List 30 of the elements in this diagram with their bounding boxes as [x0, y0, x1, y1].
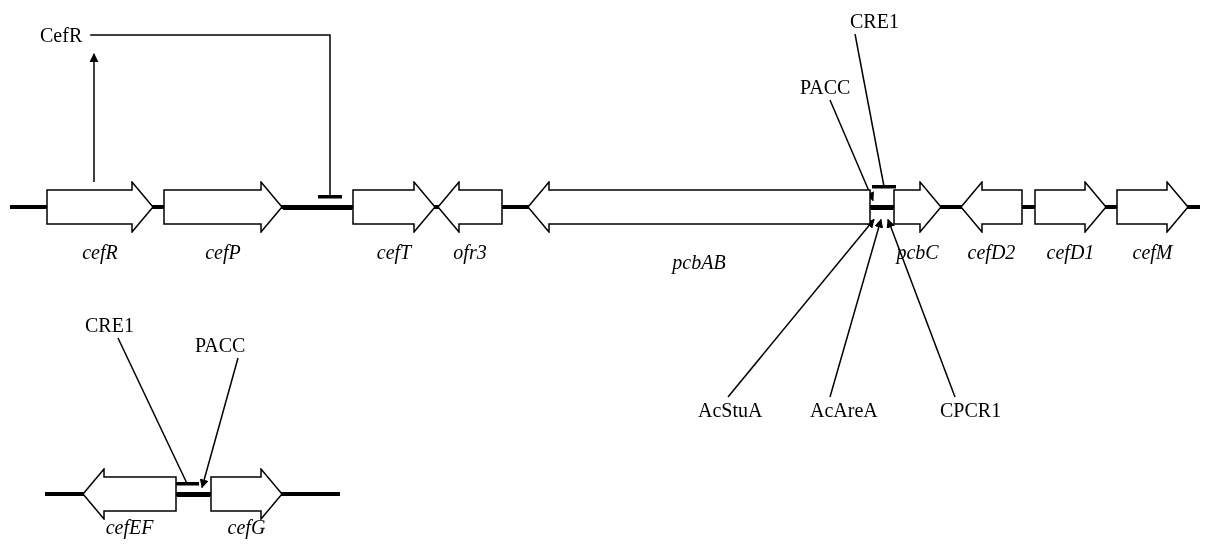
arrow	[829, 99, 874, 202]
regulator-label: CefR	[40, 24, 83, 46]
inhibition-line	[117, 337, 199, 486]
inhibition-line	[89, 34, 342, 199]
gene-name: cefP	[205, 241, 241, 263]
gene-name: cefM	[1132, 241, 1173, 263]
regulator-label: AcStuA	[698, 399, 763, 421]
regulator-label: AcAreA	[810, 399, 878, 421]
regulator-label: PACC	[195, 334, 246, 356]
gene-name: ofr3	[453, 241, 487, 263]
regulator-label: CRE1	[85, 314, 134, 336]
regulator-label: CRE1	[850, 10, 899, 32]
inhibition-line	[854, 33, 896, 189]
arrow	[89, 53, 99, 183]
arrow	[199, 357, 239, 489]
promoter-region	[177, 491, 210, 497]
promoter-region	[283, 204, 352, 210]
arrow	[727, 218, 875, 398]
gene-name: cefD2	[967, 241, 1016, 263]
regulator-label: CPCR1	[940, 399, 1002, 421]
arrow	[886, 218, 956, 398]
gene-name: cefR	[82, 241, 118, 263]
regulator-label: PACC	[800, 76, 851, 98]
gene-name: cefD1	[1046, 241, 1095, 263]
gene-name: cefEF	[105, 516, 154, 538]
gene-name: cefG	[227, 516, 266, 538]
arrow	[829, 218, 884, 398]
promoter-region	[871, 204, 893, 210]
gene-name: pcbAB	[672, 251, 726, 273]
gene-name: cefT	[376, 241, 412, 263]
